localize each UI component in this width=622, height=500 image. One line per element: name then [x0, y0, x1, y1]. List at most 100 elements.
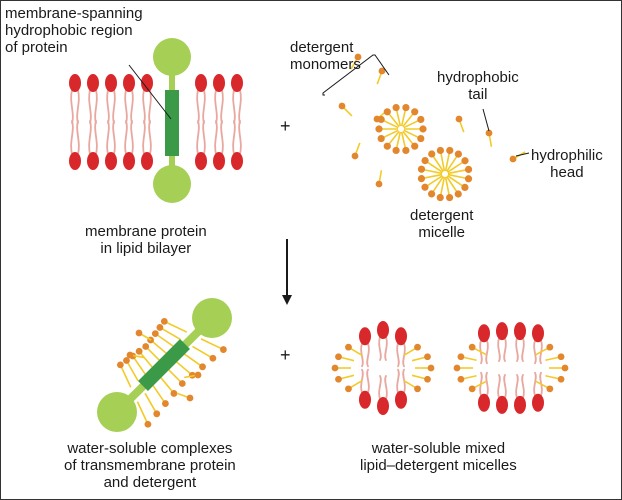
detergent-monomer — [331, 364, 351, 372]
detergent-head — [411, 142, 419, 150]
lipid-tail — [238, 89, 242, 124]
detergent-head — [561, 364, 569, 372]
lipid — [123, 120, 135, 170]
lipid — [213, 74, 225, 124]
lipid-tail — [515, 374, 519, 399]
lipid-tail — [106, 120, 110, 155]
lipid-head — [105, 74, 117, 92]
lipid-tail — [70, 89, 74, 124]
lipid-head — [359, 327, 371, 346]
lipid — [105, 74, 117, 124]
annotation-lines — [128, 54, 530, 157]
detergent-monomer — [135, 329, 152, 341]
complexes-label: water-soluble complexes of transmembrane… — [64, 440, 236, 491]
lipid-tail — [124, 89, 128, 124]
detergent-head — [414, 343, 421, 351]
detergent-head — [142, 343, 150, 350]
detergent-tail — [125, 360, 139, 382]
detergent-tail — [192, 345, 214, 359]
pointer-line — [128, 64, 172, 120]
detergent-head — [153, 410, 161, 418]
detergent-head — [427, 364, 435, 372]
detergent-head — [151, 330, 159, 338]
detergent-tail — [136, 401, 149, 425]
detergent-head — [417, 115, 425, 124]
lipid — [231, 74, 243, 124]
detergent-head — [557, 353, 565, 361]
lipid-tail — [76, 89, 80, 124]
detergent-head — [375, 180, 383, 188]
detergent-monomer — [376, 67, 386, 85]
detergent-tail — [159, 326, 181, 340]
lipid-tail — [503, 374, 507, 399]
lipid-tail — [232, 120, 236, 155]
lipid — [377, 375, 389, 415]
lipid-tail — [94, 120, 98, 155]
lipid-tail — [88, 120, 92, 155]
detergent-head — [178, 380, 186, 387]
detergent-head — [392, 146, 400, 155]
detergent-monomer — [192, 345, 217, 362]
detergent-head — [446, 146, 454, 155]
detergent-head — [454, 150, 463, 158]
detergent-head — [468, 385, 476, 393]
detergent-head — [445, 193, 454, 202]
detergent-head — [414, 385, 421, 393]
detergent-head — [170, 390, 178, 397]
lipid-head — [231, 74, 243, 92]
detergent-tail — [144, 392, 158, 415]
detergent-head — [375, 125, 383, 133]
detergent-head — [402, 146, 410, 155]
detergent-head — [383, 142, 391, 150]
detergent-monomer — [135, 347, 154, 369]
detergent-monomer — [160, 317, 188, 333]
lipid-tail — [378, 336, 382, 361]
detergent-head — [421, 156, 429, 165]
lipid-bilayer — [69, 74, 243, 170]
detergent-head — [424, 353, 431, 361]
detergent-monomer — [144, 392, 161, 418]
mixed-micelle — [331, 321, 435, 415]
detergent-monomer — [335, 353, 355, 362]
lipid — [141, 74, 153, 124]
lipid-tail — [402, 368, 406, 394]
detergent-head — [162, 400, 169, 407]
lipid-head — [514, 395, 526, 414]
arrow-head — [282, 295, 292, 305]
detergent-head — [546, 343, 554, 351]
detergent-head — [335, 375, 342, 383]
hydrophilic-head-label: hydrophilic head — [531, 147, 603, 181]
detergent-monomer — [345, 379, 363, 393]
lipid-tail — [148, 89, 152, 124]
detergent-monomer — [457, 353, 477, 362]
detergent-monomer — [545, 374, 565, 383]
lipid — [395, 368, 407, 409]
lipid — [532, 324, 544, 365]
detergent-head — [461, 183, 469, 192]
detergent-head — [123, 357, 130, 364]
membrane-protein-label: membrane protein in lipid bilayer — [85, 223, 207, 257]
protein-hydrophilic-domain — [192, 298, 232, 338]
lipid-tail — [396, 342, 400, 368]
lipid-tail — [360, 368, 364, 394]
detergent-monomer — [345, 343, 363, 357]
detergent-monomer — [142, 343, 161, 362]
detergent-monomer — [350, 53, 362, 70]
lipid-head — [514, 322, 526, 341]
detergent-head — [392, 103, 400, 112]
lipid-tail — [479, 371, 483, 397]
protein-hydrophilic-domain — [153, 38, 191, 76]
lipid-head — [141, 152, 153, 170]
lipid-tail — [384, 375, 388, 400]
detergent-micelle-label: detergent micelle — [410, 207, 474, 241]
detergent-monomer — [411, 353, 431, 362]
lipid-head — [69, 152, 81, 170]
lipid-tail — [396, 368, 400, 394]
lipid-tail — [515, 337, 519, 362]
lipid-tail — [130, 89, 134, 124]
lipid-head — [123, 152, 135, 170]
detergent-tail — [154, 332, 175, 348]
detergent-monomer — [457, 374, 477, 383]
head-pointer-line — [515, 152, 530, 157]
detergent-tail — [132, 355, 147, 375]
